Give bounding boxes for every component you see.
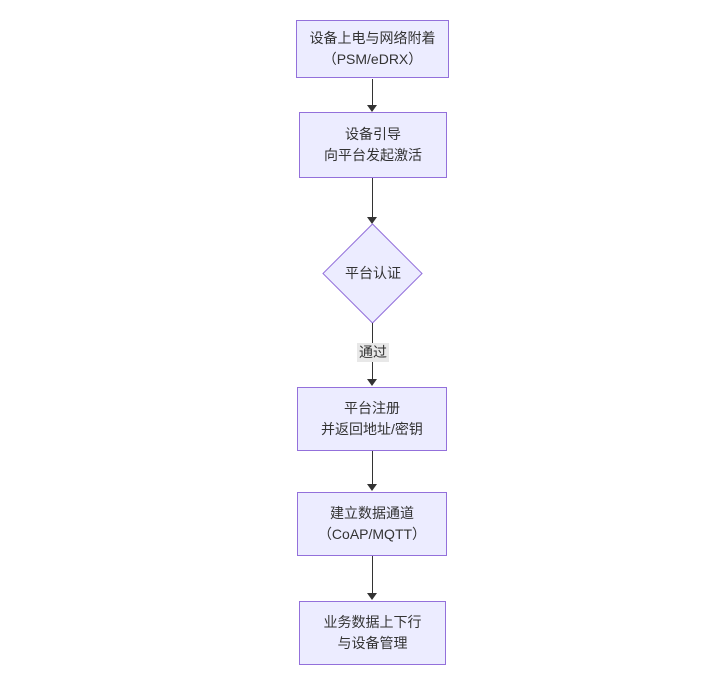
node-device-power-attach: 设备上电与网络附着 （PSM/eDRX）	[296, 20, 449, 78]
node-text-line: 平台注册	[344, 400, 400, 416]
flow-arrow-2	[367, 178, 377, 224]
flow-arrow-1	[367, 79, 377, 112]
flow-arrow-4	[367, 451, 377, 491]
node-data-channel: 建立数据通道 （CoAP/MQTT）	[297, 492, 447, 556]
node-text-line: 业务数据上下行	[323, 614, 422, 630]
node-text-line: （PSM/eDRX）	[322, 51, 423, 67]
node-device-bootstrap: 设备引导 向平台发起激活	[299, 112, 447, 178]
node-business-data-mgmt: 业务数据上下行 与设备管理	[299, 601, 446, 665]
node-text-line: 与设备管理	[337, 635, 408, 651]
node-text-line: 建立数据通道	[330, 505, 414, 521]
edge-label-pass: 通过	[357, 343, 389, 362]
node-text-line: 设备上电与网络附着	[309, 30, 436, 46]
decision-platform-auth: 平台认证	[345, 265, 401, 281]
node-text-line: （CoAP/MQTT）	[317, 526, 427, 542]
flow-arrow-5	[367, 556, 377, 600]
node-text-line: 向平台发起激活	[324, 147, 422, 163]
node-text-line: 并返回地址/密钥	[321, 421, 423, 437]
node-platform-register: 平台注册 并返回地址/密钥	[297, 387, 447, 451]
node-text-line: 设备引导	[345, 126, 401, 142]
